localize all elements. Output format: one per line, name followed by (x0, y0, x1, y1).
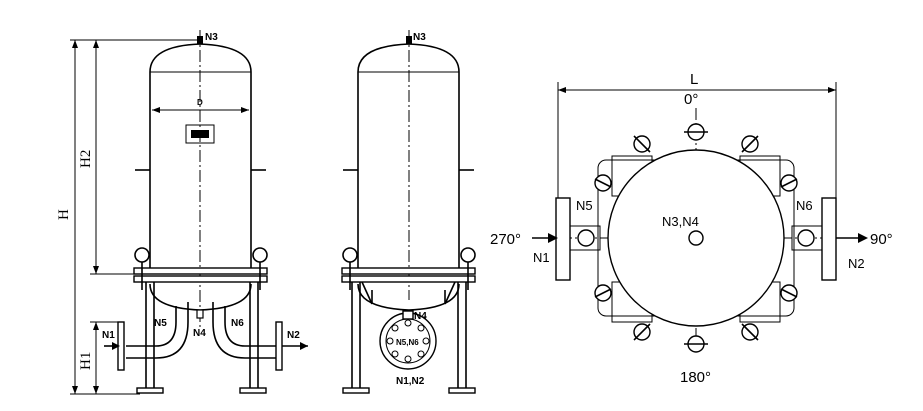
label-n1: N1 (102, 330, 115, 341)
label-n6-top: N6 (796, 198, 813, 213)
angle-270-label: 270° (490, 231, 521, 248)
label-n3-n4: N3,N4 (662, 214, 699, 229)
nozzle-n3-n4-plan (688, 230, 704, 246)
nameplate (185, 124, 215, 144)
side-label-n3: N3 (413, 32, 426, 43)
left-eyebolt (134, 247, 150, 263)
nozzle-n1-flange (555, 197, 571, 281)
front-view: H H2 H1 N3 D (56, 30, 308, 395)
label-n6: N6 (231, 318, 244, 329)
dim-h1-label: H1 (78, 352, 94, 370)
dim-l-label: L (690, 71, 698, 88)
label-n5-top: N5 (576, 198, 593, 213)
label-n3: N3 (205, 32, 218, 43)
angle-0-label: 0° (684, 91, 698, 108)
dim-h-label: H (56, 209, 72, 220)
label-n4: N4 (193, 328, 206, 339)
body-flange-lower (133, 275, 268, 283)
flange-n2 (275, 321, 283, 371)
foot-right (239, 387, 267, 394)
top-view: L 0° N3,N4 (490, 71, 893, 386)
swing-bolts (577, 123, 815, 353)
side-view: N3 N4 N5,N6 N1,N2 (341, 30, 476, 394)
dim-d-label: D (197, 98, 203, 107)
side-bottom-head (357, 283, 460, 311)
pipe-n5-outer (126, 306, 177, 347)
pipe-n6-outer (224, 306, 276, 347)
side-label-n5-n6: N5,N6 (396, 338, 419, 347)
body-flange-upper (133, 267, 268, 275)
side-label-n4: N4 (414, 311, 427, 322)
label-n2: N2 (287, 330, 300, 341)
label-n5: N5 (154, 318, 167, 329)
nozzle-n2-flange (821, 197, 837, 281)
angle-90-label: 90° (870, 231, 893, 248)
dim-h2-label: H2 (78, 150, 94, 168)
side-label-n1-n2: N1,N2 (396, 376, 425, 387)
label-n2-top: N2 (848, 256, 865, 271)
label-n1-top: N1 (533, 250, 550, 265)
foot-left (136, 387, 164, 394)
angle-180-label: 180° (680, 369, 711, 386)
nozzle-n4 (196, 309, 204, 319)
right-eyebolt (252, 247, 268, 263)
nameplate-logo (191, 130, 209, 138)
